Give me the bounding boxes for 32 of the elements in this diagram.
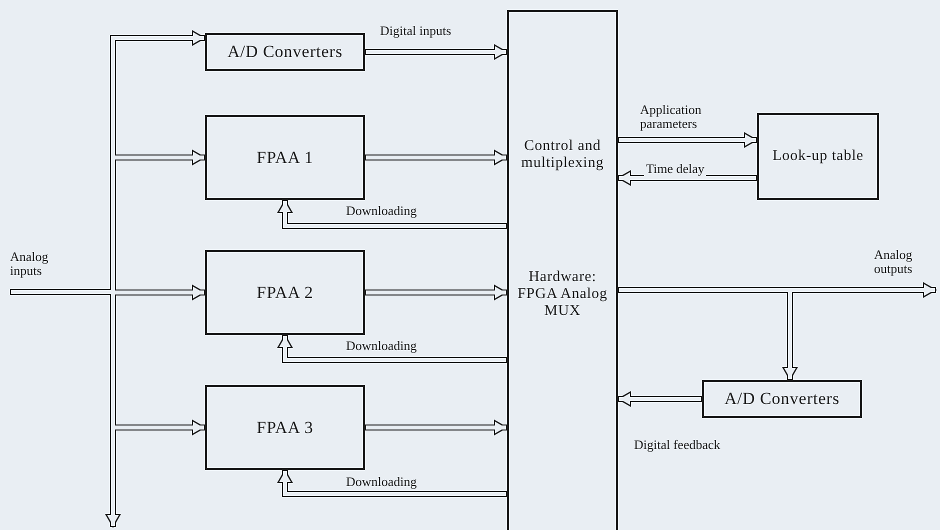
double-arrow	[617, 391, 702, 407]
block-label: Hardware: FPGA Analog MUX	[516, 268, 609, 320]
block-label: A/D Converters	[227, 42, 343, 62]
block-label: A/D Converters	[724, 389, 840, 409]
block-box	[205, 250, 365, 335]
double-arrow	[618, 132, 758, 148]
double-arrow	[277, 334, 507, 363]
block-box	[205, 385, 365, 470]
input-label: Analog inputs	[10, 250, 50, 279]
double-arrow	[365, 420, 508, 436]
block-label: FPAA 1	[256, 148, 314, 168]
block-box	[702, 380, 862, 418]
edge-label: Downloading	[344, 339, 419, 354]
block-label: Control and multiplexing	[520, 138, 605, 172]
edge-label: Digital feedback	[632, 438, 722, 452]
edge-label: Time delay	[644, 162, 706, 176]
block-label: Look-up table	[772, 148, 864, 166]
edge-label: Downloading	[344, 204, 419, 218]
double-arrow	[617, 170, 757, 186]
block-box	[205, 115, 365, 200]
double-arrow	[365, 284, 508, 300]
block-label: FPAA 2	[256, 282, 314, 302]
double-arrow	[277, 199, 507, 229]
block-box	[205, 33, 365, 71]
edge-label: Digital inputs	[378, 24, 454, 38]
double-arrow	[365, 150, 508, 166]
double-arrow	[365, 44, 508, 60]
control-column	[507, 10, 618, 530]
block-box	[757, 113, 879, 200]
edge-label: Downloading	[344, 475, 419, 490]
block-label: FPAA 3	[256, 418, 314, 438]
double-arrow	[277, 469, 507, 497]
